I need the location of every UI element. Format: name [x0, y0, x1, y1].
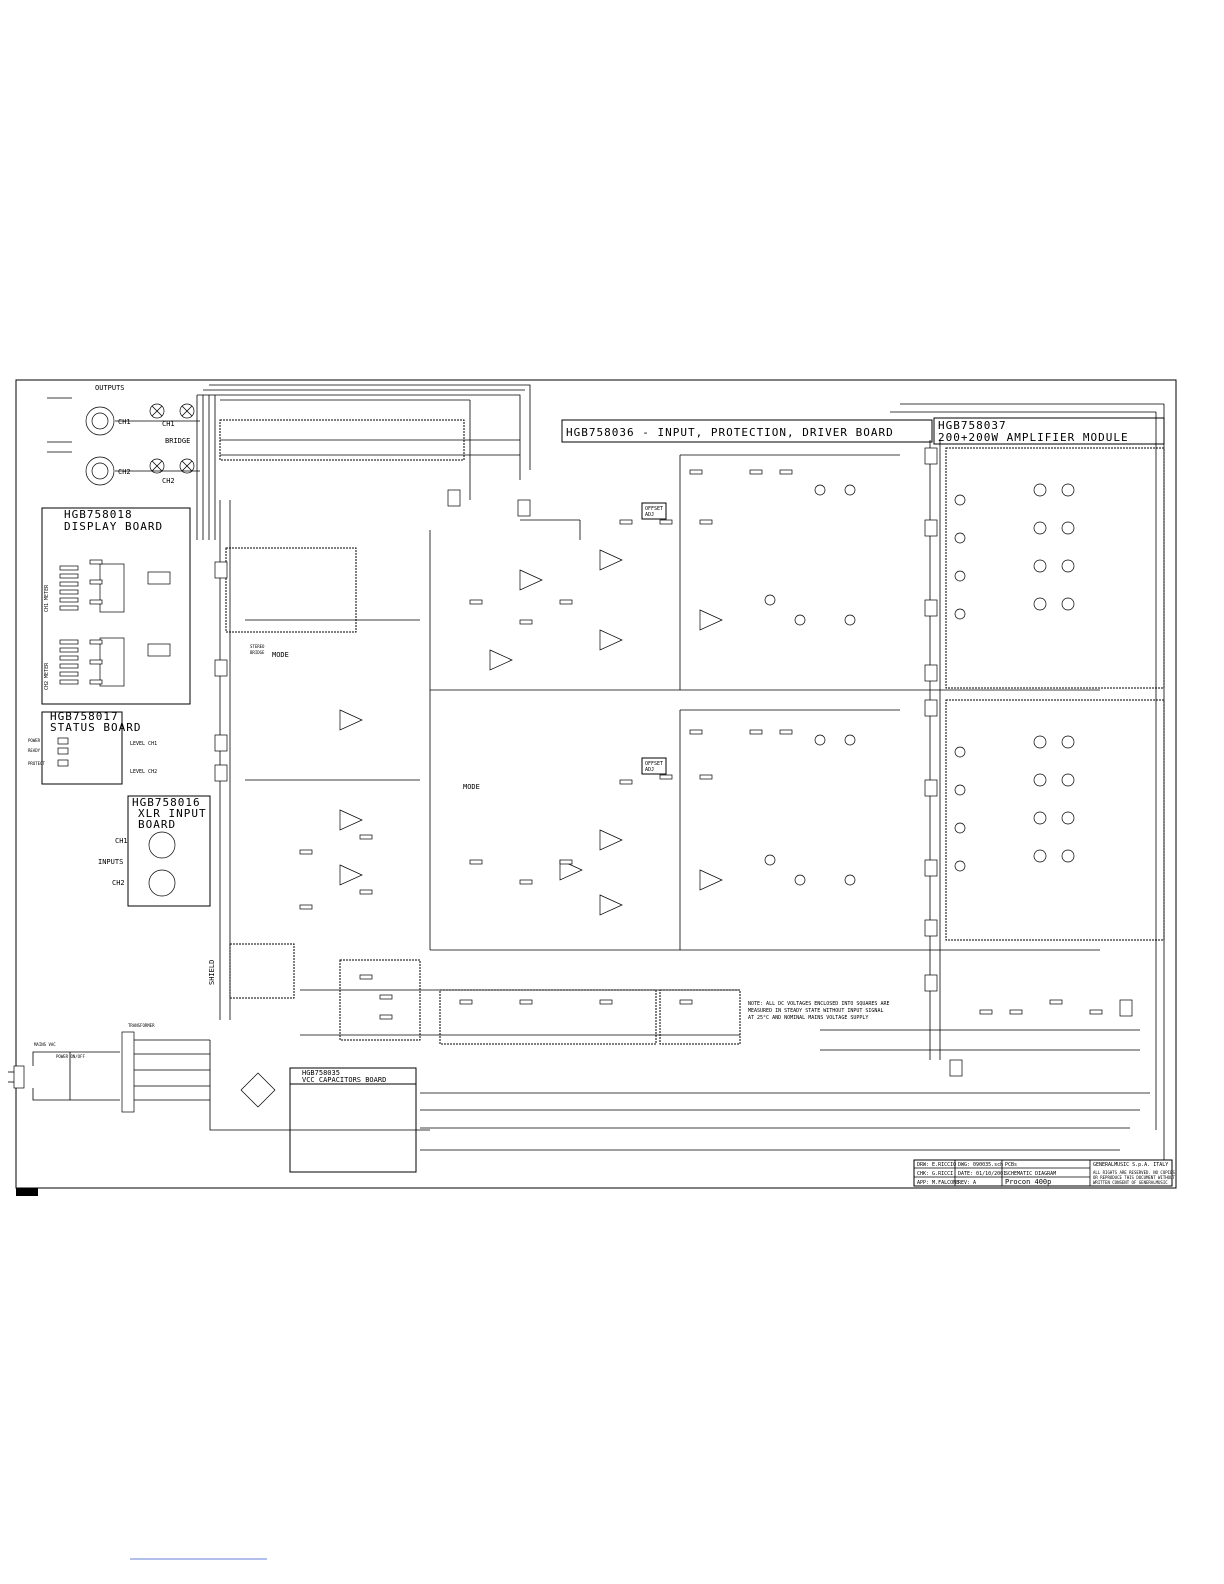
svg-text:CH2: CH2	[162, 477, 175, 485]
vcc-board-name: VCC CAPACITORS BOARD	[302, 1076, 386, 1084]
inputs-label: INPUTS	[98, 858, 123, 866]
note-line-1: NOTE: ALL DC VOLTAGES ENCLOSED INTO SQUA…	[748, 1001, 889, 1007]
circuit-drawing	[89, 399, 1165, 1160]
transformer-core	[121, 1031, 135, 1113]
mode-label: MODE	[272, 651, 289, 659]
xlr-board-name-1: XLR INPUT	[138, 807, 207, 820]
led-meter-ch2	[99, 637, 125, 687]
xlr-ch2-icon	[148, 869, 176, 897]
title-block: DRW: E.RICCIO CHK: G.RICCI APP: M.FALCON…	[913, 1159, 1175, 1187]
level-ch1-label: LEVEL CH1	[130, 741, 157, 747]
offset-adj-ch1-a: OFFSET	[645, 506, 663, 512]
xlr-board-name-2: BOARD	[138, 818, 176, 831]
title-rev: REV: A	[958, 1180, 976, 1186]
xlr-board-code: HGB758016	[132, 796, 201, 809]
title-chk: CHK: G.RICCI	[917, 1171, 953, 1177]
protect-led-label: PROTECT	[28, 761, 45, 766]
title-product: Procon 400p	[1005, 1178, 1051, 1186]
title-dwg: DWG: 090035.sch	[958, 1162, 1003, 1168]
amplifier-module-board: HGB758037 200+200W AMPLIFIER MODULE	[933, 417, 1165, 445]
sheet-frame	[15, 379, 1177, 1189]
output-ch2-label: CH2	[118, 468, 131, 476]
led-meter-ch1	[99, 563, 125, 613]
svg-text:CH1: CH1	[162, 420, 175, 428]
transformer-label: TRANSFORMER	[128, 1023, 155, 1028]
display-board: HGB758018 DISPLAY BOARD CH1 METER CH2 ME…	[41, 507, 191, 705]
xlr-input-board: HGB758016 XLR INPUT BOARD CH1 CH2 INPUTS	[98, 795, 211, 907]
amp-module-name: 200+200W AMPLIFIER MODULE	[938, 431, 1129, 444]
level-ch2-label: LEVEL CH2	[130, 769, 157, 775]
power-led-label: POWER	[28, 738, 41, 743]
title-pcb: PCBs	[1005, 1162, 1017, 1168]
title-drw: DRW: E.RICCIO	[917, 1162, 956, 1168]
offset-adj-ch1-b: ADJ	[645, 512, 654, 518]
driver-board-title: HGB758036 - INPUT, PROTECTION, DRIVER BO…	[566, 426, 894, 439]
bridge-label: BRIDGE	[165, 437, 190, 445]
display-board-code: HGB758018	[64, 508, 133, 521]
display-board-name: DISPLAY BOARD	[64, 520, 163, 533]
offset-adj-ch2-a: OFFSET	[645, 761, 663, 767]
title-date: DATE: 01/10/2001	[958, 1171, 1006, 1177]
note-block: NOTE: ALL DC VOLTAGES ENCLOSED INTO SQUA…	[748, 1001, 889, 1021]
status-board-code: HGB758017	[50, 710, 119, 723]
outputs-label: OUTPUTS	[95, 384, 125, 392]
title-rights-1: ALL RIGHTS ARE RESERVED. NO COPIES	[1093, 1170, 1175, 1175]
note-line-3: AT 25°C AND NOMINAL MAINS VOLTAGE SUPPLY	[748, 1015, 868, 1021]
output-ch1-label: CH1	[118, 418, 131, 426]
ch1-meter-label: CH1 METER	[44, 584, 50, 612]
note-line-2: MEASURED IN STEADY STATE WITHOUT INPUT S…	[748, 1008, 883, 1014]
status-board-name: STATUS BOARD	[50, 721, 141, 734]
ch2-meter-label: CH2 METER	[44, 662, 50, 690]
mode-label-2: MODE	[463, 783, 480, 791]
title-rights-3: WRITTEN CONSENT OF GENERALMUSIC	[1093, 1180, 1168, 1185]
title-schematic: SCHEMATIC DIAGRAM	[1005, 1171, 1056, 1177]
bridge-switch-label: BRIDGE	[250, 650, 265, 655]
offset-adj-ch2-b: ADJ	[645, 767, 654, 773]
mains-plug-icon	[13, 1065, 25, 1089]
corner-mark	[16, 1188, 38, 1196]
power-section: TRANSFORMER MAINS VAC POWER ON/OFF HGB75…	[8, 1023, 430, 1173]
shield-label: SHIELD	[208, 960, 216, 985]
bridge-rectifier-icon	[240, 1072, 276, 1108]
svg-text:CH1: CH1	[115, 837, 128, 845]
title-app: APP: M.FALCONE	[917, 1180, 959, 1186]
xlr-ch1-icon	[148, 831, 176, 859]
title-rights-2: OR REPRODUCE THIS DOCUMENT WITHOUT	[1093, 1175, 1175, 1180]
vcc-board-code: HGB758035	[302, 1069, 340, 1077]
status-board: HGB758017 STATUS BOARD POWER READY PROTE…	[28, 710, 141, 785]
svg-text:CH2: CH2	[112, 879, 125, 887]
power-switch-label: POWER ON/OFF	[56, 1054, 85, 1059]
input-protection-driver-board: HGB758036 - INPUT, PROTECTION, DRIVER BO…	[561, 419, 933, 775]
stereo-label: STEREO	[250, 644, 265, 649]
outputs-section: OUTPUTS CH1 CH2 CH1 BRIDGE CH2	[47, 384, 531, 540]
mains-label: MAINS VAC	[34, 1042, 56, 1047]
title-company: GENERALMUSIC S.p.A. ITALY	[1093, 1162, 1168, 1168]
amp-module-code: HGB758037	[938, 419, 1007, 432]
ready-led-label: READY	[28, 748, 41, 753]
